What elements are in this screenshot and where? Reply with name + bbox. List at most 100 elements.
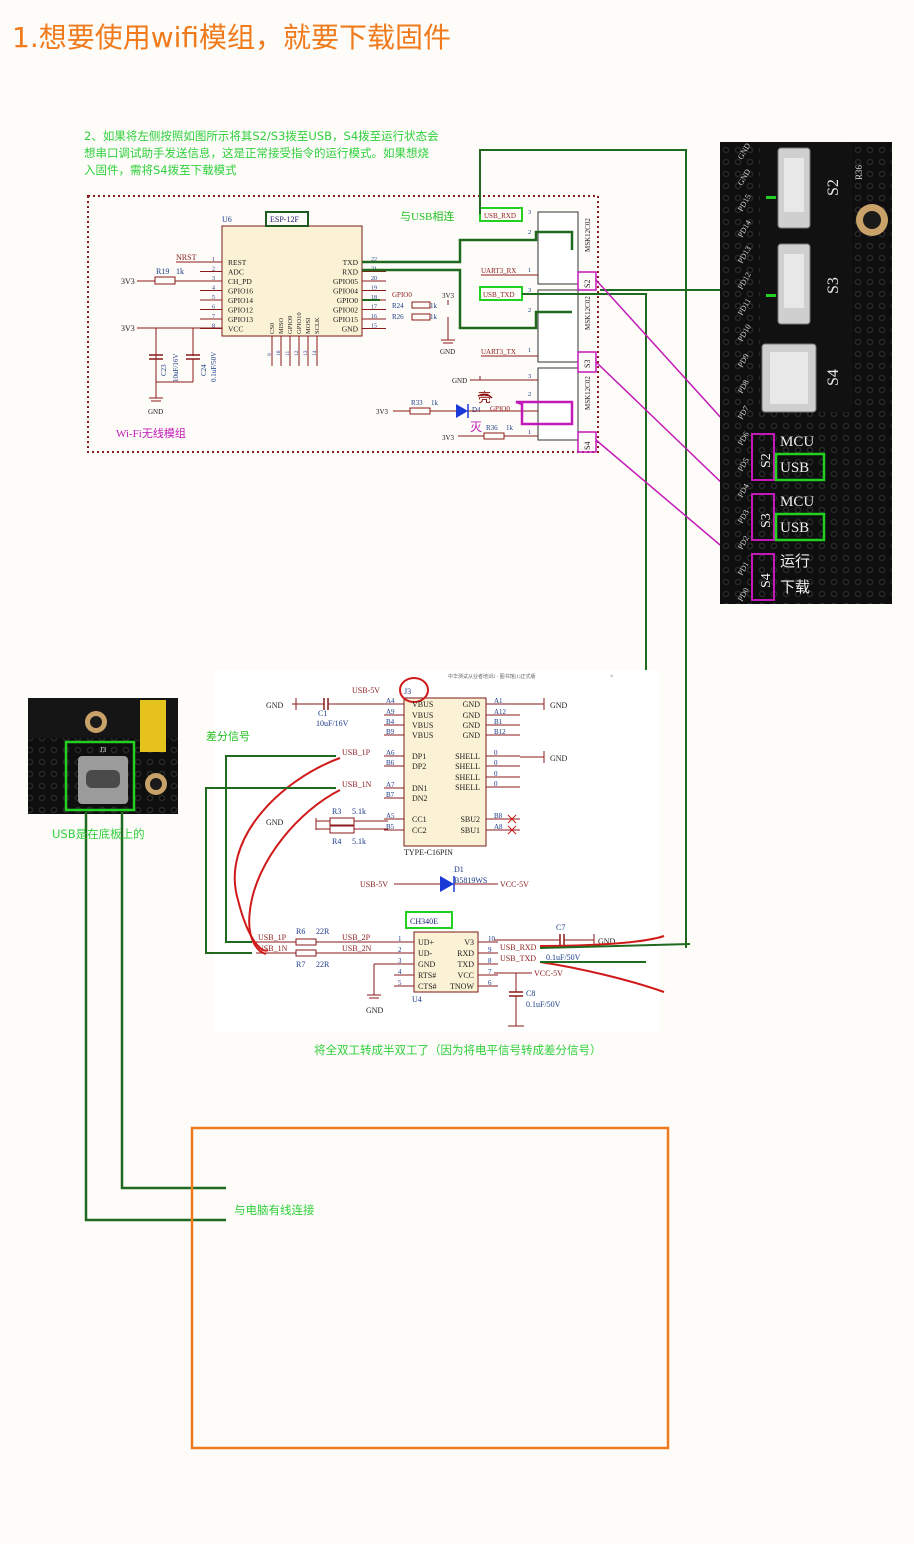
trace-rxd xyxy=(362,268,572,330)
page-title: 1.想要使用wifi模组，就要下载固件 xyxy=(12,21,452,54)
ch340-right-pin-name: VCC xyxy=(458,971,474,980)
net-usb-rxd: USB_RXD xyxy=(484,212,516,220)
r36-label: R36 xyxy=(486,424,498,432)
typec-right-pin-name: SHELL xyxy=(455,752,480,761)
typec-right-pin-name: SBU2 xyxy=(460,815,480,824)
r36-value: 1k xyxy=(506,424,514,432)
diff-signal-label: 差分信号 xyxy=(206,729,250,743)
ch340-chip xyxy=(413,931,479,993)
gnd-right-1: GND xyxy=(550,701,568,710)
r24-value: 1k xyxy=(430,302,438,310)
esp-bottom-pin-name: SCLK xyxy=(314,317,321,334)
photo-switch-opt2: USB xyxy=(780,520,809,536)
chip-name: ESP-12F xyxy=(270,215,299,224)
ch340-right-pin-num: 10 xyxy=(488,935,496,943)
board-photo: S2 S3 S4 R36 GNDGNDPD15PD14PD13PD12PD11P… xyxy=(720,141,892,604)
esp-left-pin-name: GPIO13 xyxy=(228,315,253,324)
esp-right-pin-num: 20 xyxy=(371,276,377,282)
c7-value: 0.1uF/50V xyxy=(546,953,581,962)
red-curve-4 xyxy=(539,961,665,993)
c24-value: 0.1uF/50V xyxy=(210,352,218,382)
j3-ref: J3 xyxy=(404,687,411,696)
esp-left-pin-name: GPIO12 xyxy=(228,306,253,315)
esp-bottom-pin-name: MOSI xyxy=(305,318,312,334)
esp-bottom-pin-name: GPIO10 xyxy=(296,312,303,334)
gnd-cc: GND xyxy=(266,818,284,827)
photo-switch-opt1: MCU xyxy=(780,434,814,450)
r19-label: R19 xyxy=(156,267,169,276)
esp-left-pin-name: VCC xyxy=(228,325,243,334)
d1-value: B5819WS xyxy=(454,876,487,885)
ch340-left-pin-num: 5 xyxy=(398,979,402,987)
tab-close: × xyxy=(610,674,613,680)
esp-bottom-pin-name: CS0 xyxy=(269,323,276,334)
c23-label: C23 xyxy=(160,364,168,376)
photo-switch-name-box xyxy=(751,433,775,481)
typec-name: TYPE-C16PIN xyxy=(404,848,453,857)
typec-left-pin-num: A9 xyxy=(386,708,395,716)
r26-label: R26 xyxy=(392,313,404,321)
typec-right-pin-name: GND xyxy=(463,700,481,709)
vcc5v-d1: VCC-5V xyxy=(500,880,529,889)
trace-gpio0-switch xyxy=(515,400,574,426)
hand-off-label: 灭 xyxy=(470,420,482,434)
esp-right-pin-name: GPIO15 xyxy=(333,315,358,324)
ch340-right-pin-name: V3 xyxy=(464,938,474,947)
typec-right-pin-name: SHELL xyxy=(455,773,480,782)
esp-right-pin-num: 15 xyxy=(371,324,377,330)
r3-value: 5.1k xyxy=(352,807,366,816)
ch340-right-pin-num: 6 xyxy=(488,979,492,987)
c7-label: C7 xyxy=(556,923,565,932)
typec-right-pin-num: 0 xyxy=(494,749,498,757)
switch-pin-num: 3 xyxy=(528,287,531,294)
net-3v3-led: 3V3 xyxy=(376,408,389,416)
typec-right-pin-name: GND xyxy=(463,731,481,740)
esp-left-pin-num: 6 xyxy=(212,305,215,311)
c23-value: 10uF/16V xyxy=(172,354,180,382)
net-usb-1p-top: USB_1P xyxy=(342,748,371,757)
d4-label: D4 xyxy=(472,406,481,414)
esp-right-pin-name: RXD xyxy=(342,268,358,277)
typec-right-pin-num: B12 xyxy=(494,728,506,736)
net-usb-2p: USB_2P xyxy=(342,933,371,942)
typec-right-pin-name: GND xyxy=(463,711,481,720)
s3-ref: S3 xyxy=(583,360,592,368)
net-usb-txd-b: USB_TXD xyxy=(500,954,536,963)
typec-right-pin-num: A8 xyxy=(494,823,503,831)
net-usb-1n-top: USB_1N xyxy=(342,780,372,789)
typec-left-pin-num: B6 xyxy=(386,759,395,767)
ch340-left-pin-name: UD- xyxy=(418,949,433,958)
ch340-right-pin-num: 8 xyxy=(488,957,492,965)
switch-pin-num: 3 xyxy=(528,373,531,380)
r6-label: R6 xyxy=(296,927,305,936)
hand-on-label: 亮 xyxy=(478,390,491,405)
typec-left-pin-name: VBUS xyxy=(412,711,433,720)
s2-ref: S2 xyxy=(583,280,592,288)
r4-value: 5.1k xyxy=(352,837,366,846)
esp-left-pin-name: ADC xyxy=(228,268,244,277)
esp-left-pin-num: 2 xyxy=(212,267,215,273)
r6-value: 22R xyxy=(316,927,330,936)
esp-left-pin-num: 5 xyxy=(212,295,215,301)
typec-left-pin-name: CC2 xyxy=(412,826,427,835)
typec-left-pin-num: A4 xyxy=(386,697,395,705)
net-gpio0-led: GPIO0 xyxy=(490,405,510,413)
ch340-right-pin-name: TXD xyxy=(458,960,475,969)
net-uart3-tx: UART3_TX xyxy=(481,348,516,356)
photo-switch-name-box xyxy=(751,493,775,541)
net-gpio0-top: GPIO0 xyxy=(392,291,412,299)
c8-label: C8 xyxy=(526,989,535,998)
esp-left-pin-num: 4 xyxy=(212,286,215,292)
switch-pin-num: 1 xyxy=(528,267,531,274)
highlight-usb-rxd xyxy=(479,207,523,222)
typec-right-pin-name: SHELL xyxy=(455,783,480,792)
typec-left-pin-name: DN2 xyxy=(412,794,428,803)
gnd-c: GND xyxy=(148,408,163,416)
r33-value: 1k xyxy=(431,399,439,407)
ch340-right-pin-name: RXD xyxy=(457,949,474,958)
instruction-note: 2、如果将左侧按照如图所示将其S2/S3拨至USB，S4拨至运行状态会 想串口调… xyxy=(84,128,504,179)
usb5v-d1: USB-5V xyxy=(360,880,388,889)
photo-switch-opt2: USB xyxy=(780,460,809,476)
